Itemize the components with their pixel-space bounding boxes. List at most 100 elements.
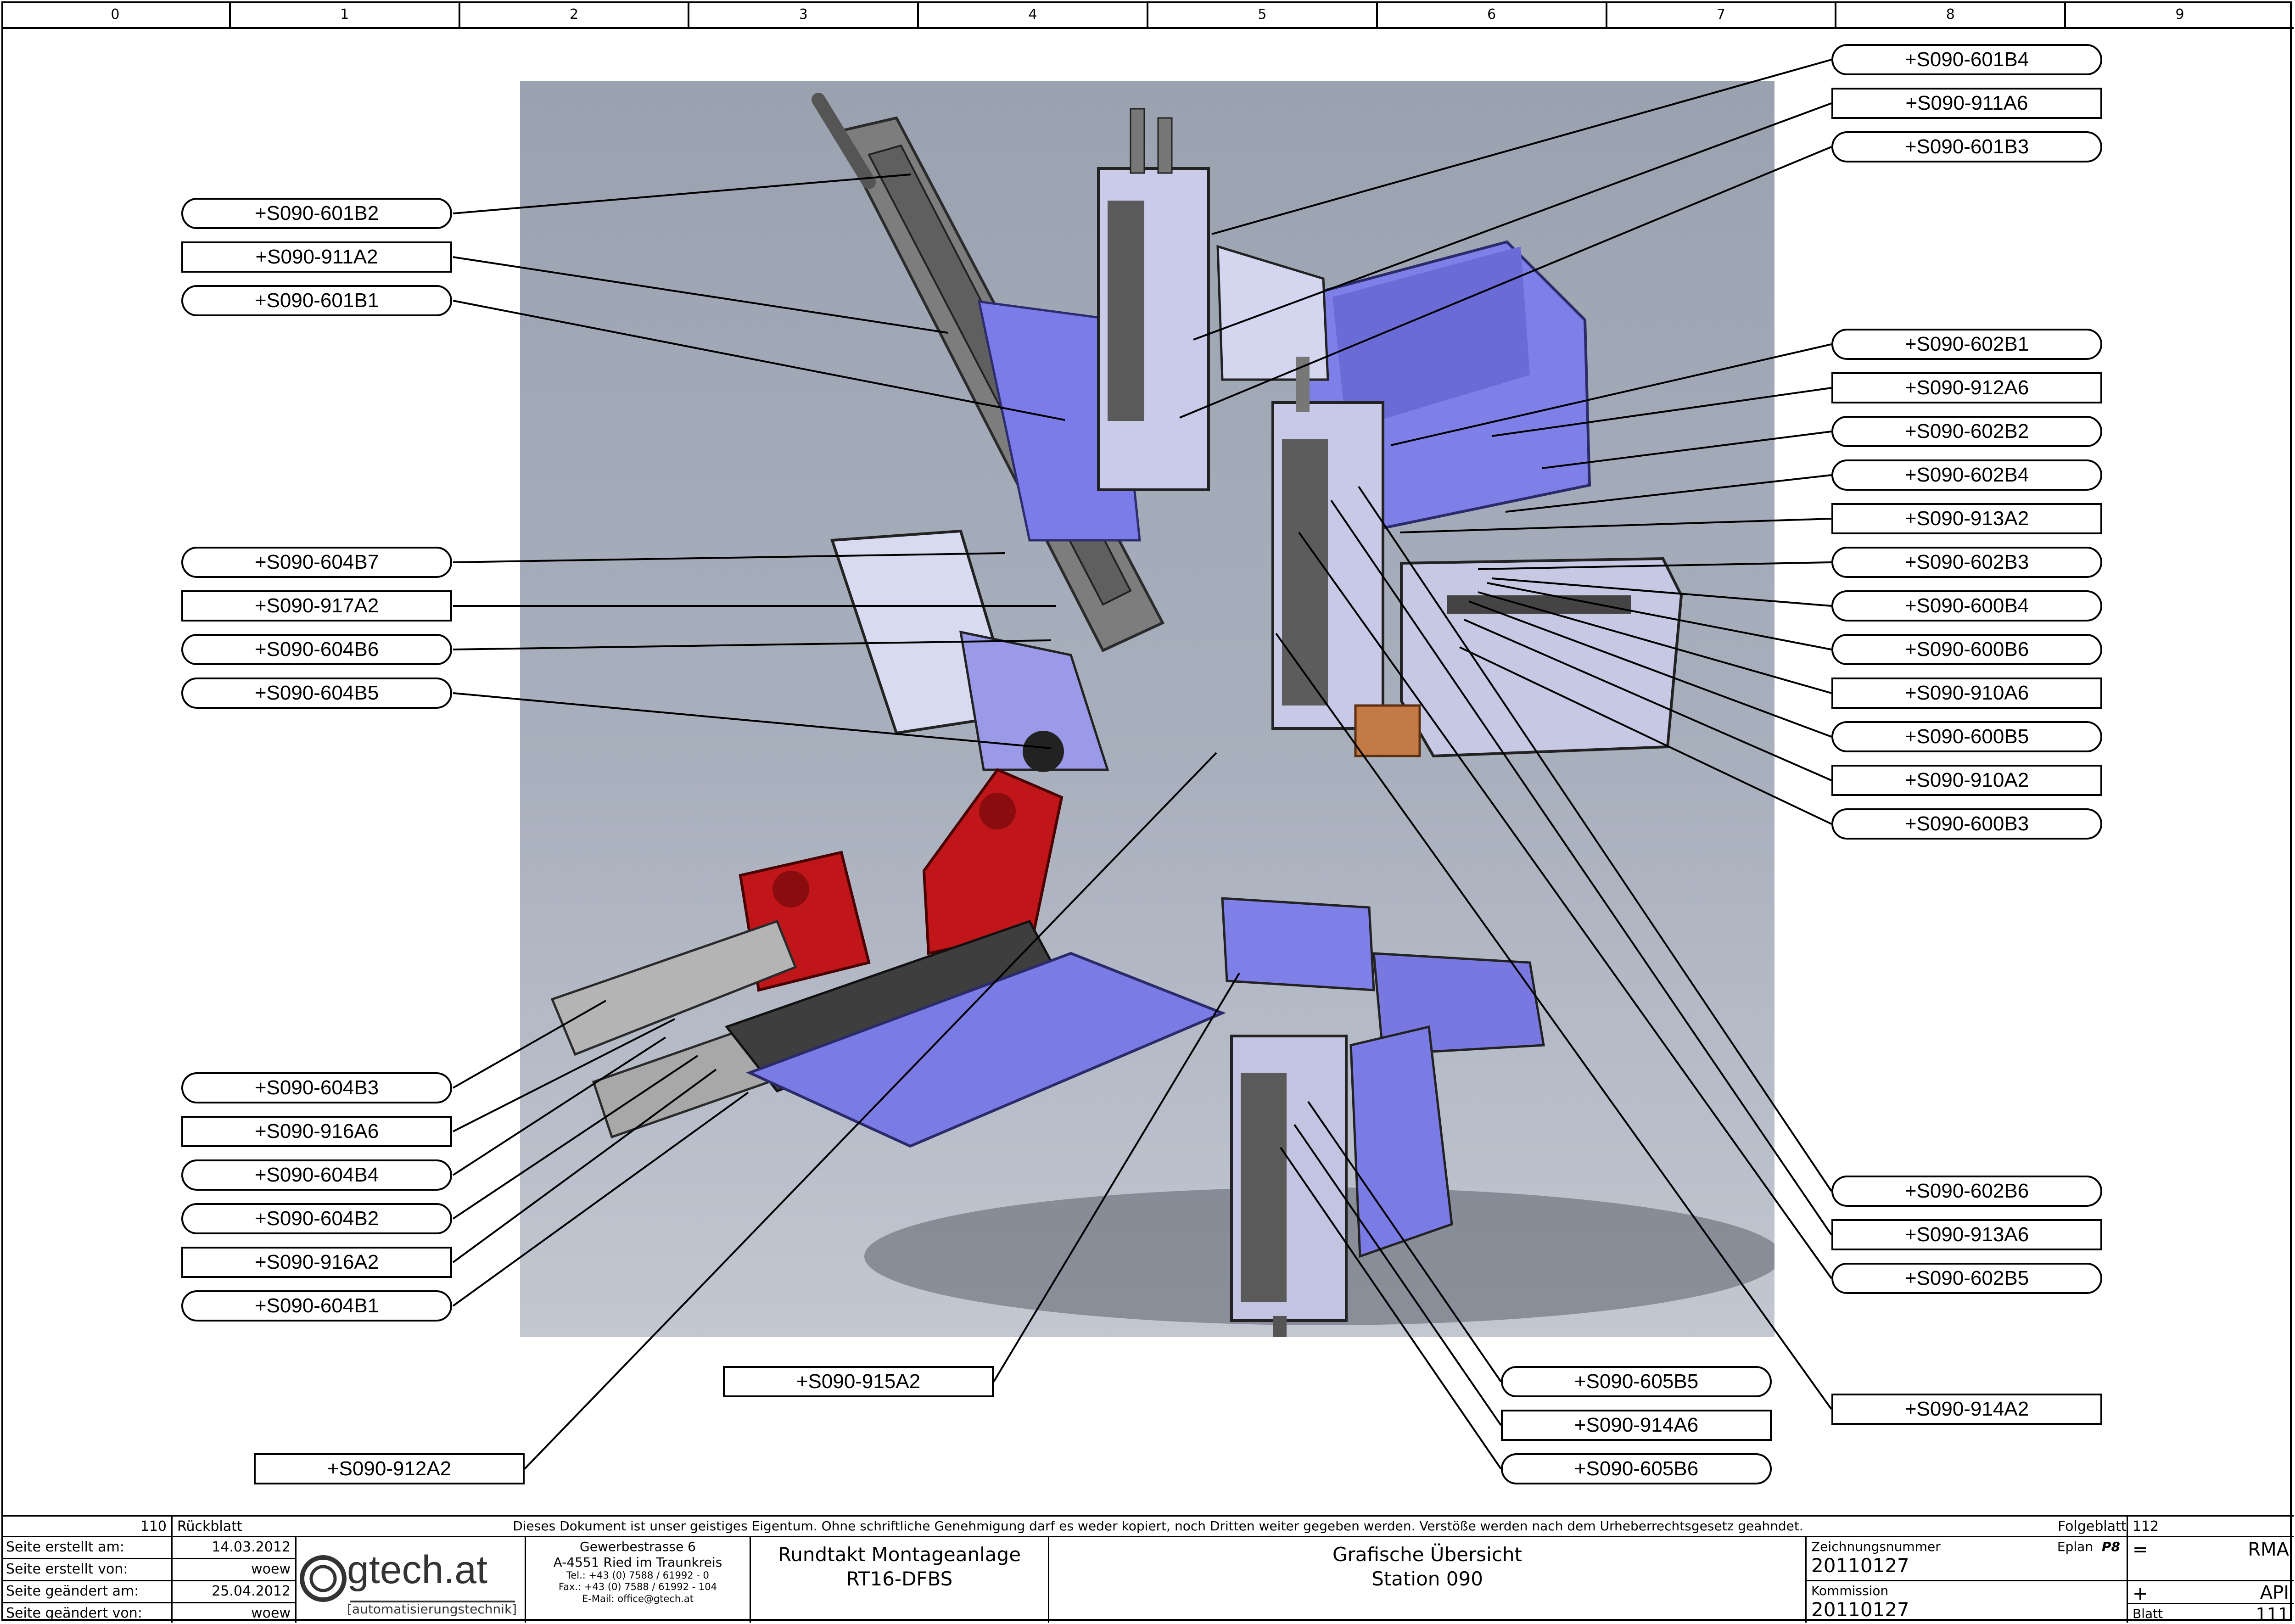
callout-label: +S090-600B4 bbox=[1831, 590, 2102, 622]
callout-label: +S090-912A6 bbox=[1831, 372, 2102, 403]
callout-label: +S090-604B4 bbox=[181, 1159, 452, 1191]
project-line1: Rundtakt Montageanlage bbox=[778, 1543, 1021, 1566]
ruler-col: 1 bbox=[229, 1, 459, 27]
callout-label: +S090-605B6 bbox=[1501, 1453, 1772, 1484]
callout-label: +S090-910A6 bbox=[1831, 678, 2102, 709]
eplan-info: Eplan P8 bbox=[2057, 1539, 2120, 1554]
sheet-number-cell: Blatt 111 bbox=[2127, 1603, 2294, 1623]
address-tel: Tel.: +43 (0) 7588 / 61992 - 0 bbox=[566, 1570, 709, 1581]
bottom-plate bbox=[1221, 897, 1375, 991]
callout-label: +S090-914A6 bbox=[1501, 1410, 1772, 1441]
callout-label: +S090-604B5 bbox=[181, 678, 452, 709]
ruler-col: 9 bbox=[2064, 1, 2294, 27]
next-page-number: 112 bbox=[2127, 1517, 2294, 1536]
project-name: Rundtakt Montageanlage RT16-DFBS bbox=[750, 1536, 1048, 1623]
ruler-col: 3 bbox=[688, 1, 917, 27]
location-value: API bbox=[2260, 1582, 2289, 1603]
drawing-number-label: Zeichnungsnummer bbox=[1811, 1539, 1941, 1554]
changed-by-label: Seite geändert von: bbox=[1, 1602, 171, 1623]
callout-label: +S090-600B6 bbox=[1831, 634, 2102, 665]
callout-label: +S090-602B4 bbox=[1831, 459, 2102, 491]
callout-label: +S090-600B3 bbox=[1831, 808, 2102, 840]
sheet-label: Blatt bbox=[2133, 1606, 2163, 1621]
callout-label: +S090-911A6 bbox=[1831, 88, 2102, 119]
title-line2: Station 090 bbox=[1371, 1567, 1483, 1590]
created-by-value: woew bbox=[171, 1558, 295, 1580]
red-bracket-right bbox=[922, 768, 1064, 955]
changed-on-label: Seite geändert am: bbox=[1, 1580, 171, 1602]
logo-text: gtech.at bbox=[347, 1548, 487, 1592]
column-ruler: 0 1 2 3 4 5 6 7 8 9 bbox=[1, 1, 2294, 29]
gtech-logo-mark bbox=[300, 1555, 515, 1602]
callout-label: +S090-602B3 bbox=[1831, 547, 2102, 578]
ruler-col: 4 bbox=[917, 1, 1147, 27]
callout-label: +S090-602B1 bbox=[1831, 329, 2102, 360]
changed-by-value: woew bbox=[171, 1602, 295, 1623]
title-block: 110 Rückblatt Dieses Dokument ist unser … bbox=[1, 1515, 2294, 1623]
company-address: Gewerbestrasse 6 A-4551 Ried im Traunkre… bbox=[525, 1536, 750, 1623]
drawing-number: 20110127 bbox=[1811, 1554, 1909, 1577]
created-by-label: Seite erstellt von: bbox=[1, 1558, 171, 1580]
callout-label: +S090-604B7 bbox=[181, 547, 452, 578]
created-on-label: Seite erstellt am: bbox=[1, 1536, 171, 1558]
next-page-label: Folgeblatt bbox=[2058, 1518, 2127, 1534]
address-email: E-Mail: office@gtech.at bbox=[582, 1593, 694, 1604]
ruler-col: 5 bbox=[1146, 1, 1376, 27]
callout-label: +S090-604B6 bbox=[181, 634, 452, 665]
project-line2: RT16-DFBS bbox=[846, 1567, 953, 1590]
commission-label: Kommission bbox=[1811, 1583, 1889, 1598]
callout-label: +S090-604B3 bbox=[181, 1072, 452, 1103]
callout-label: +S090-915A2 bbox=[723, 1366, 994, 1397]
knob bbox=[1023, 731, 1064, 772]
sheet-number: 111 bbox=[2256, 1604, 2289, 1623]
light-block bbox=[1216, 245, 1329, 381]
ruler-col: 0 bbox=[111, 6, 120, 22]
drawing-title: Grafische Übersicht Station 090 bbox=[1048, 1536, 1805, 1623]
created-on-value: 14.03.2012 bbox=[171, 1536, 295, 1558]
address-street: Gewerbestrasse 6 bbox=[580, 1539, 696, 1554]
callout-label: +S090-604B1 bbox=[181, 1290, 452, 1322]
ruler-col: 6 bbox=[1376, 1, 1606, 27]
plant-eq-label: = bbox=[2133, 1539, 2148, 1560]
drawing-number-cell: Zeichnungsnummer 20110127 Eplan P8 bbox=[1805, 1536, 2127, 1580]
address-fax: Fax.: +43 (0) 7588 / 61992 - 104 bbox=[559, 1581, 717, 1593]
callout-label: +S090-917A2 bbox=[181, 590, 452, 622]
callout-label: +S090-601B1 bbox=[181, 285, 452, 316]
callout-label: +S090-910A2 bbox=[1831, 765, 2102, 796]
callout-label: +S090-600B5 bbox=[1831, 721, 2102, 752]
eplan-version: P8 bbox=[2101, 1539, 2120, 1554]
base-plate bbox=[746, 952, 1226, 1148]
address-city: A-4551 Ried im Traunkreis bbox=[553, 1554, 722, 1570]
callout-label: +S090-913A6 bbox=[1831, 1219, 2102, 1250]
callout-label: +S090-914A2 bbox=[1831, 1394, 2102, 1425]
callout-label: +S090-601B4 bbox=[1831, 44, 2102, 75]
callout-label: +S090-602B2 bbox=[1831, 416, 2102, 447]
callout-label: +S090-913A2 bbox=[1831, 503, 2102, 534]
callout-label: +S090-605B5 bbox=[1501, 1366, 1772, 1397]
eplan-label: Eplan bbox=[2057, 1539, 2093, 1554]
ruler-col: 2 bbox=[458, 1, 688, 27]
ruler-col: 8 bbox=[1835, 1, 2064, 27]
callout-label: +S090-916A2 bbox=[181, 1247, 452, 1278]
logo-subtitle: [automatisierungstechnik] bbox=[347, 1602, 517, 1617]
company-logo: gtech.at [automatisierungstechnik] bbox=[295, 1536, 525, 1623]
machine-illustration bbox=[550, 93, 1782, 1348]
cylinder-upper bbox=[550, 919, 797, 1056]
callout-label: +S090-602B6 bbox=[1831, 1176, 2102, 1207]
callout-label: +S090-916A6 bbox=[181, 1116, 452, 1147]
copyright-notice: Dieses Dokument ist unser geistiges Eige… bbox=[513, 1518, 1803, 1534]
changed-on-value: 25.04.2012 bbox=[171, 1580, 295, 1602]
location-label: + bbox=[2133, 1583, 2148, 1603]
location-designation: + API bbox=[2127, 1580, 2294, 1603]
callout-label: +S090-912A2 bbox=[254, 1453, 525, 1484]
ruler-col: 7 bbox=[1605, 1, 1835, 27]
callout-label: +S090-604B2 bbox=[181, 1203, 452, 1234]
callout-label: +S090-601B2 bbox=[181, 198, 452, 229]
plant-designation: = RMA bbox=[2127, 1536, 2294, 1580]
plant-eq-value: RMA bbox=[2248, 1539, 2289, 1560]
commission-number: 20110127 bbox=[1811, 1598, 1909, 1621]
title-line1: Grafische Übersicht bbox=[1332, 1543, 1523, 1566]
prev-page-number: 110 bbox=[140, 1518, 167, 1534]
